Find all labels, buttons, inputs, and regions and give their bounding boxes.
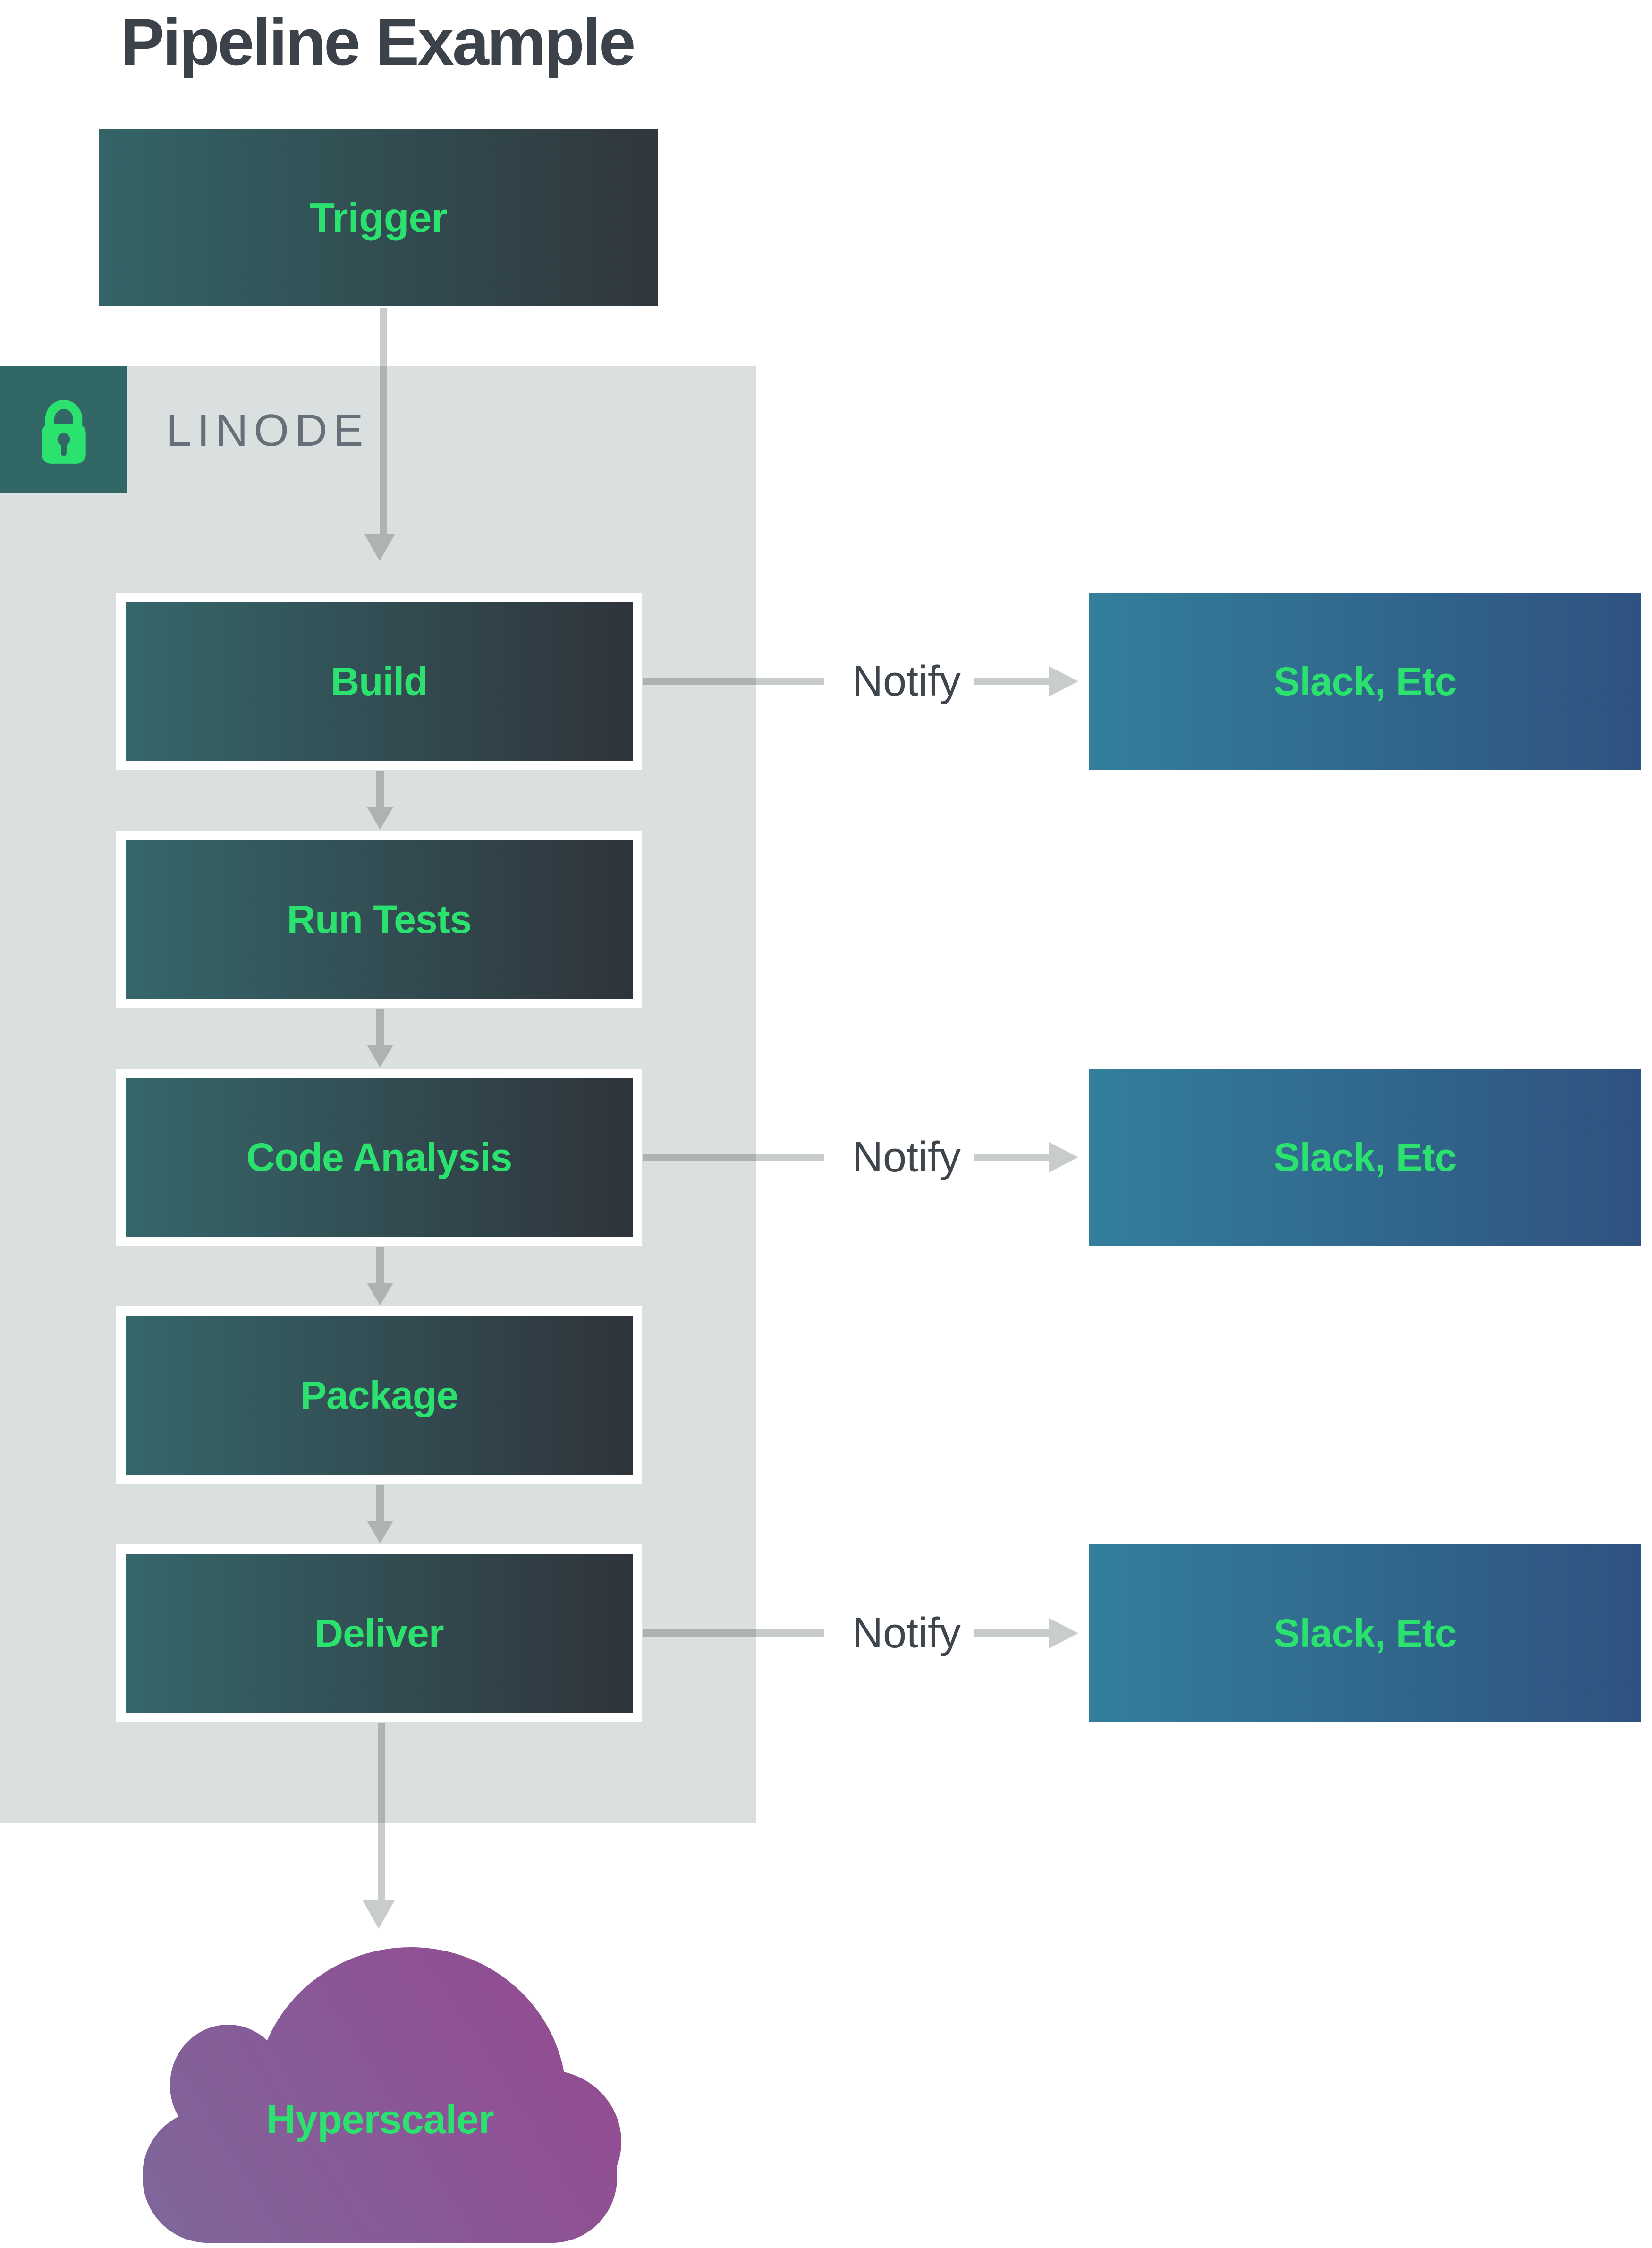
notify-arrowhead-build: [1049, 666, 1078, 696]
provider-label: LINODE: [166, 405, 369, 456]
stage-label: Run Tests: [287, 897, 472, 942]
arrowhead-deliver-to-hyperscaler: [363, 1900, 395, 1929]
notify-arrowhead-deliver: [1049, 1618, 1078, 1648]
notify-target-label: Slack, Etc: [1273, 1135, 1457, 1179]
stage-box-package: Package: [116, 1306, 642, 1484]
cloud-shape: [143, 1947, 621, 2243]
arrowhead-build-to-run-tests: [367, 807, 393, 830]
stage-box-code-analysis: Code Analysis: [116, 1069, 642, 1246]
notify-arrowhead-code-analysis: [1049, 1142, 1078, 1172]
notify-target-label: Slack, Etc: [1273, 1611, 1457, 1655]
arrow-code-analysis-to-package: [376, 1247, 384, 1283]
lock-badge: [0, 366, 127, 493]
notify-label-code-analysis: Notify: [852, 1133, 961, 1181]
notify-arrow-line-code-analysis: [974, 1154, 1049, 1161]
notify-arrow-line-deliver: [974, 1629, 1049, 1637]
notify-line-deliver: [643, 1629, 824, 1637]
stage-box-build: Build: [116, 593, 642, 770]
notify-label-build: Notify: [852, 657, 961, 705]
notify-label-deliver: Notify: [852, 1609, 961, 1657]
arrowhead-run-tests-to-code-analysis: [367, 1045, 393, 1068]
stage-label: Deliver: [314, 1611, 444, 1655]
arrow-deliver-to-hyperscaler: [378, 1723, 385, 1900]
trigger-label: Trigger: [309, 194, 447, 241]
arrow-run-tests-to-code-analysis: [376, 1009, 384, 1045]
notify-target-box-build: Slack, Etc: [1089, 593, 1641, 770]
arrowhead-trigger-to-build: [364, 534, 395, 561]
notify-arrow-line-build: [974, 678, 1049, 685]
stage-label: Code Analysis: [246, 1135, 513, 1179]
stage-label: Build: [330, 659, 428, 704]
stage-box-run-tests: Run Tests: [116, 831, 642, 1008]
notify-line-code-analysis: [643, 1154, 824, 1161]
notify-target-box-code-analysis: Slack, Etc: [1089, 1069, 1641, 1246]
arrowhead-code-analysis-to-package: [367, 1283, 393, 1306]
trigger-box: Trigger: [99, 129, 658, 306]
lock-icon: [42, 400, 86, 464]
notify-target-box-deliver: Slack, Etc: [1089, 1544, 1641, 1722]
page-title: Pipeline Example: [120, 5, 636, 79]
arrowhead-package-to-deliver: [367, 1521, 393, 1544]
arrow-build-to-run-tests: [376, 771, 384, 807]
destination-label: Hyperscaler: [266, 2097, 494, 2142]
arrow-package-to-deliver: [376, 1485, 384, 1521]
arrow-trigger-to-build: [380, 308, 387, 534]
stage-label: Package: [300, 1373, 458, 1417]
notify-target-label: Slack, Etc: [1273, 659, 1457, 704]
notify-line-build: [643, 678, 824, 685]
stage-box-deliver: Deliver: [116, 1544, 642, 1722]
